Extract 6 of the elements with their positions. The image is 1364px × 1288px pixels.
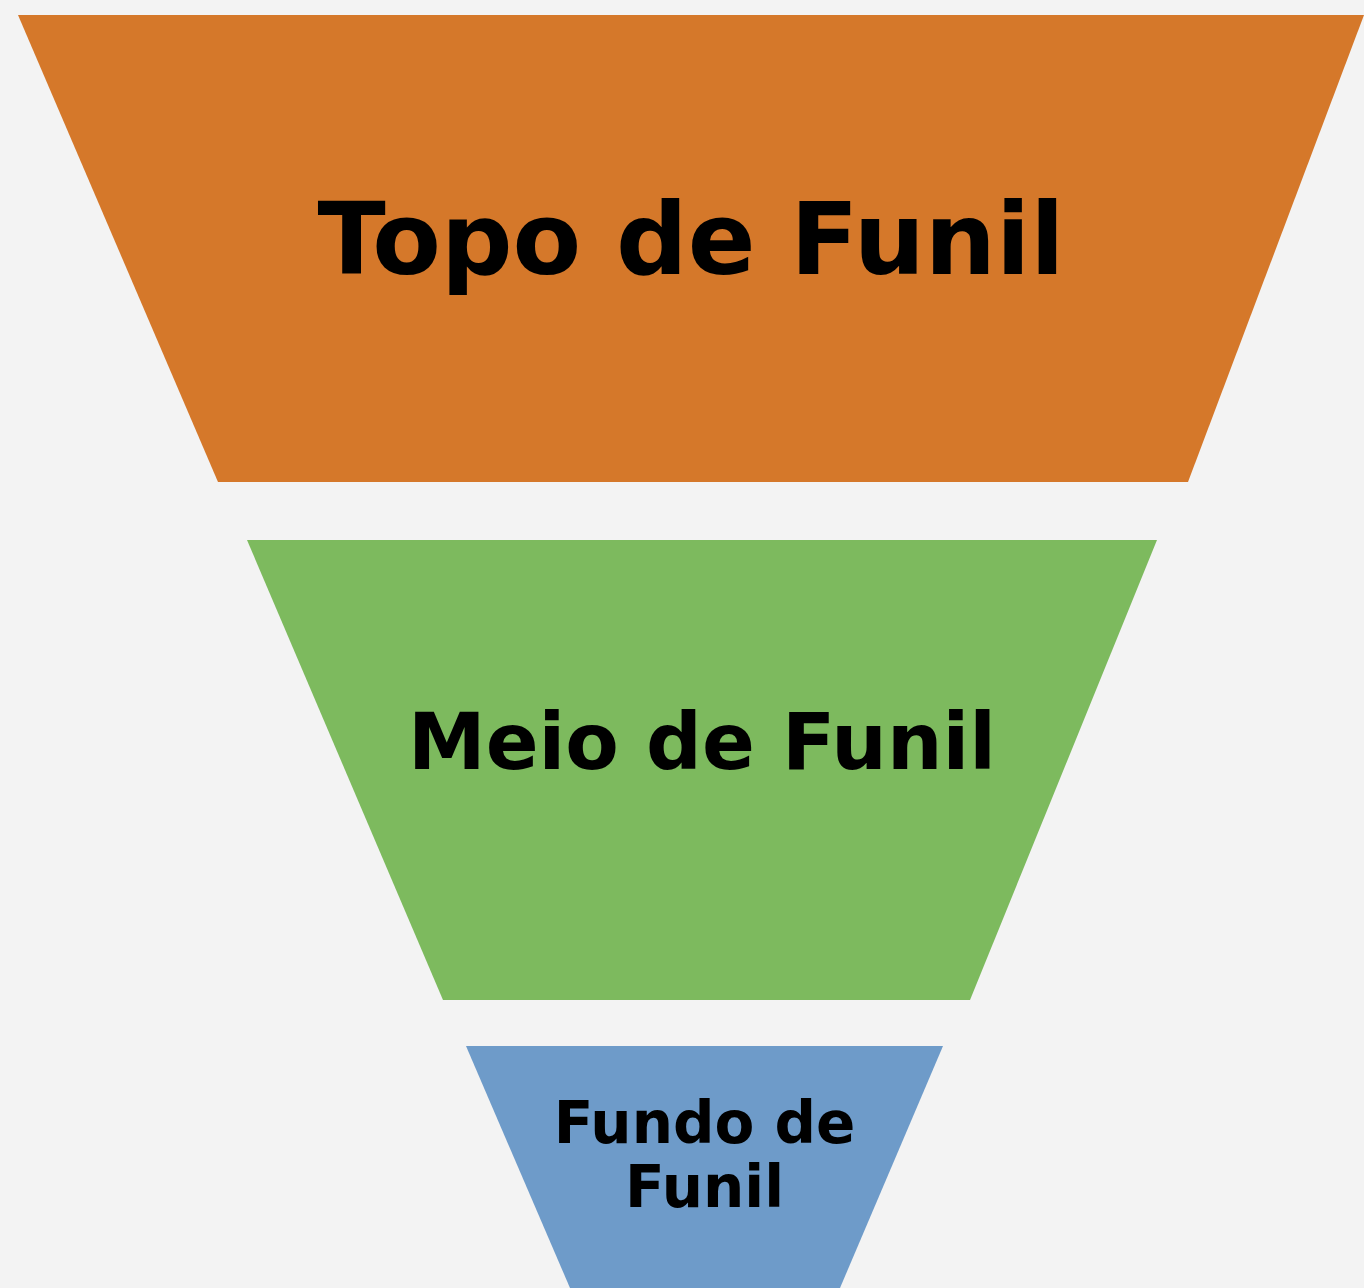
funnel-stage	[18, 15, 1364, 482]
funnel-stage	[466, 1046, 943, 1288]
funnel-stage	[247, 540, 1157, 1000]
stage-label: Fundo de Funil	[552, 1092, 857, 1220]
stage-label: Topo de Funil	[317, 185, 1065, 295]
stage-label: Meio de Funil	[408, 700, 996, 786]
